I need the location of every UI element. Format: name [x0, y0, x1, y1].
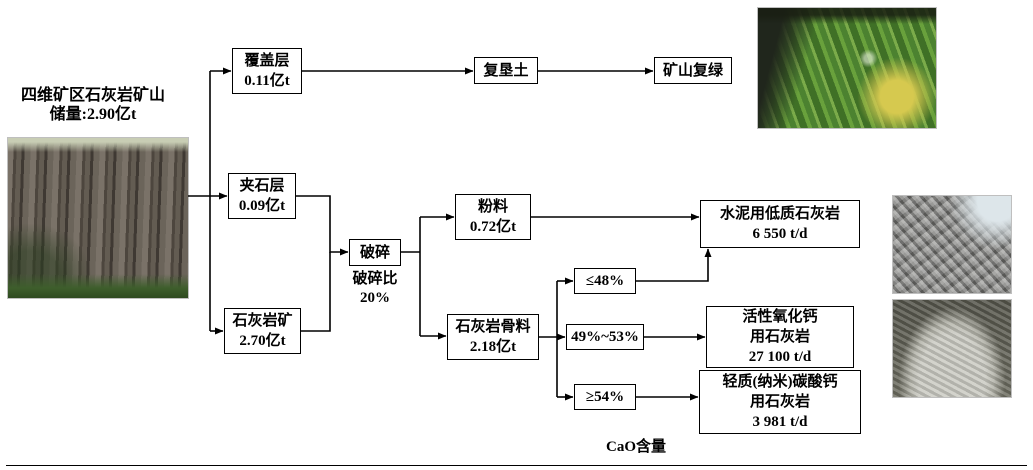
node-powder-amount: 0.72亿t — [469, 219, 517, 235]
node-grade-high-label: ≥54% — [585, 389, 625, 405]
node-active-cao-name2: 用石灰岩 — [749, 329, 810, 345]
node-light-caco3-rate: 3 981 t/d — [752, 414, 808, 430]
node-interlayer-name: 夹石层 — [239, 178, 285, 194]
node-grade-low-label: ≤48% — [585, 273, 625, 289]
node-cement-rate: 6 550 t/d — [752, 226, 808, 242]
node-grade-mid-label: 49%~53% — [571, 329, 639, 345]
node-overburden-name: 覆盖层 — [244, 53, 290, 69]
edge-grade-low-cement — [636, 248, 712, 282]
aggregate-pile-photo — [892, 299, 1012, 398]
node-aggregate-amount: 2.18亿t — [469, 339, 517, 355]
edge-interlayer-crushing — [296, 195, 349, 256]
node-powder: 粉料 0.72亿t — [455, 194, 531, 240]
crushing-ratio-value: 20% — [360, 290, 390, 306]
cao-content-text: CaO含量 — [605, 439, 666, 455]
node-limestone-ore-amount: 2.70亿t — [239, 333, 286, 349]
node-reclaimed-soil: 复垦土 — [474, 57, 538, 84]
crushing-ratio-label: 破碎比 20% — [340, 270, 410, 308]
edge-ore-crushing — [301, 252, 331, 332]
node-crushing-label: 破碎 — [359, 244, 390, 261]
node-grade-high: ≥54% — [574, 384, 636, 410]
node-overburden: 覆盖层 0.11亿t — [232, 48, 302, 94]
node-active-cao-rate: 27 100 t/d — [748, 349, 812, 365]
node-light-caco3-name2: 用石灰岩 — [749, 394, 810, 410]
node-grade-mid: 49%~53% — [566, 324, 644, 350]
node-light-caco3-limestone: 轻质(纳米)碳酸钙 用石灰岩 3 981 t/d — [699, 370, 861, 434]
cao-content-axis-label: CaO含量 — [596, 438, 676, 457]
node-limestone-ore-name: 石灰岩矿 — [232, 313, 293, 329]
node-cement-limestone: 水泥用低质石灰岩 6 550 t/d — [700, 200, 860, 248]
source-title: 四维矿区石灰岩矿山 — [20, 87, 165, 104]
node-active-cao-limestone: 活性氧化钙 用石灰岩 27 100 t/d — [706, 306, 854, 368]
source-reserve: 储量:2.90亿t — [49, 106, 137, 123]
node-interlayer-amount: 0.09亿t — [238, 198, 286, 214]
node-overburden-amount: 0.11亿t — [244, 73, 290, 89]
crushed-powder-photo — [892, 195, 1012, 294]
source-label: 四维矿区石灰岩矿山 储量:2.90亿t — [2, 86, 184, 124]
regreened-mine-photo — [757, 7, 937, 129]
node-crushing: 破碎 — [349, 239, 401, 266]
node-reclaimed-soil-label: 复垦土 — [483, 62, 529, 79]
node-limestone-ore: 石灰岩矿 2.70亿t — [224, 308, 301, 354]
figure-bottom-rule — [6, 465, 1027, 466]
node-aggregate: 石灰岩骨料 2.18亿t — [447, 314, 539, 360]
node-powder-name: 粉料 — [477, 199, 508, 215]
node-cement-name: 水泥用低质石灰岩 — [719, 206, 840, 222]
node-active-cao-name1: 活性氧化钙 — [742, 309, 818, 325]
node-aggregate-name: 石灰岩骨料 — [455, 319, 531, 335]
quarry-face-photo — [7, 137, 189, 299]
node-regreening: 矿山复绿 — [654, 57, 732, 84]
node-grade-low: ≤48% — [574, 268, 636, 294]
node-regreening-label: 矿山复绿 — [662, 62, 723, 79]
crushing-ratio-name: 破碎比 — [352, 271, 398, 287]
node-light-caco3-name1: 轻质(纳米)碳酸钙 — [722, 374, 838, 390]
node-interlayer: 夹石层 0.09亿t — [228, 173, 296, 219]
